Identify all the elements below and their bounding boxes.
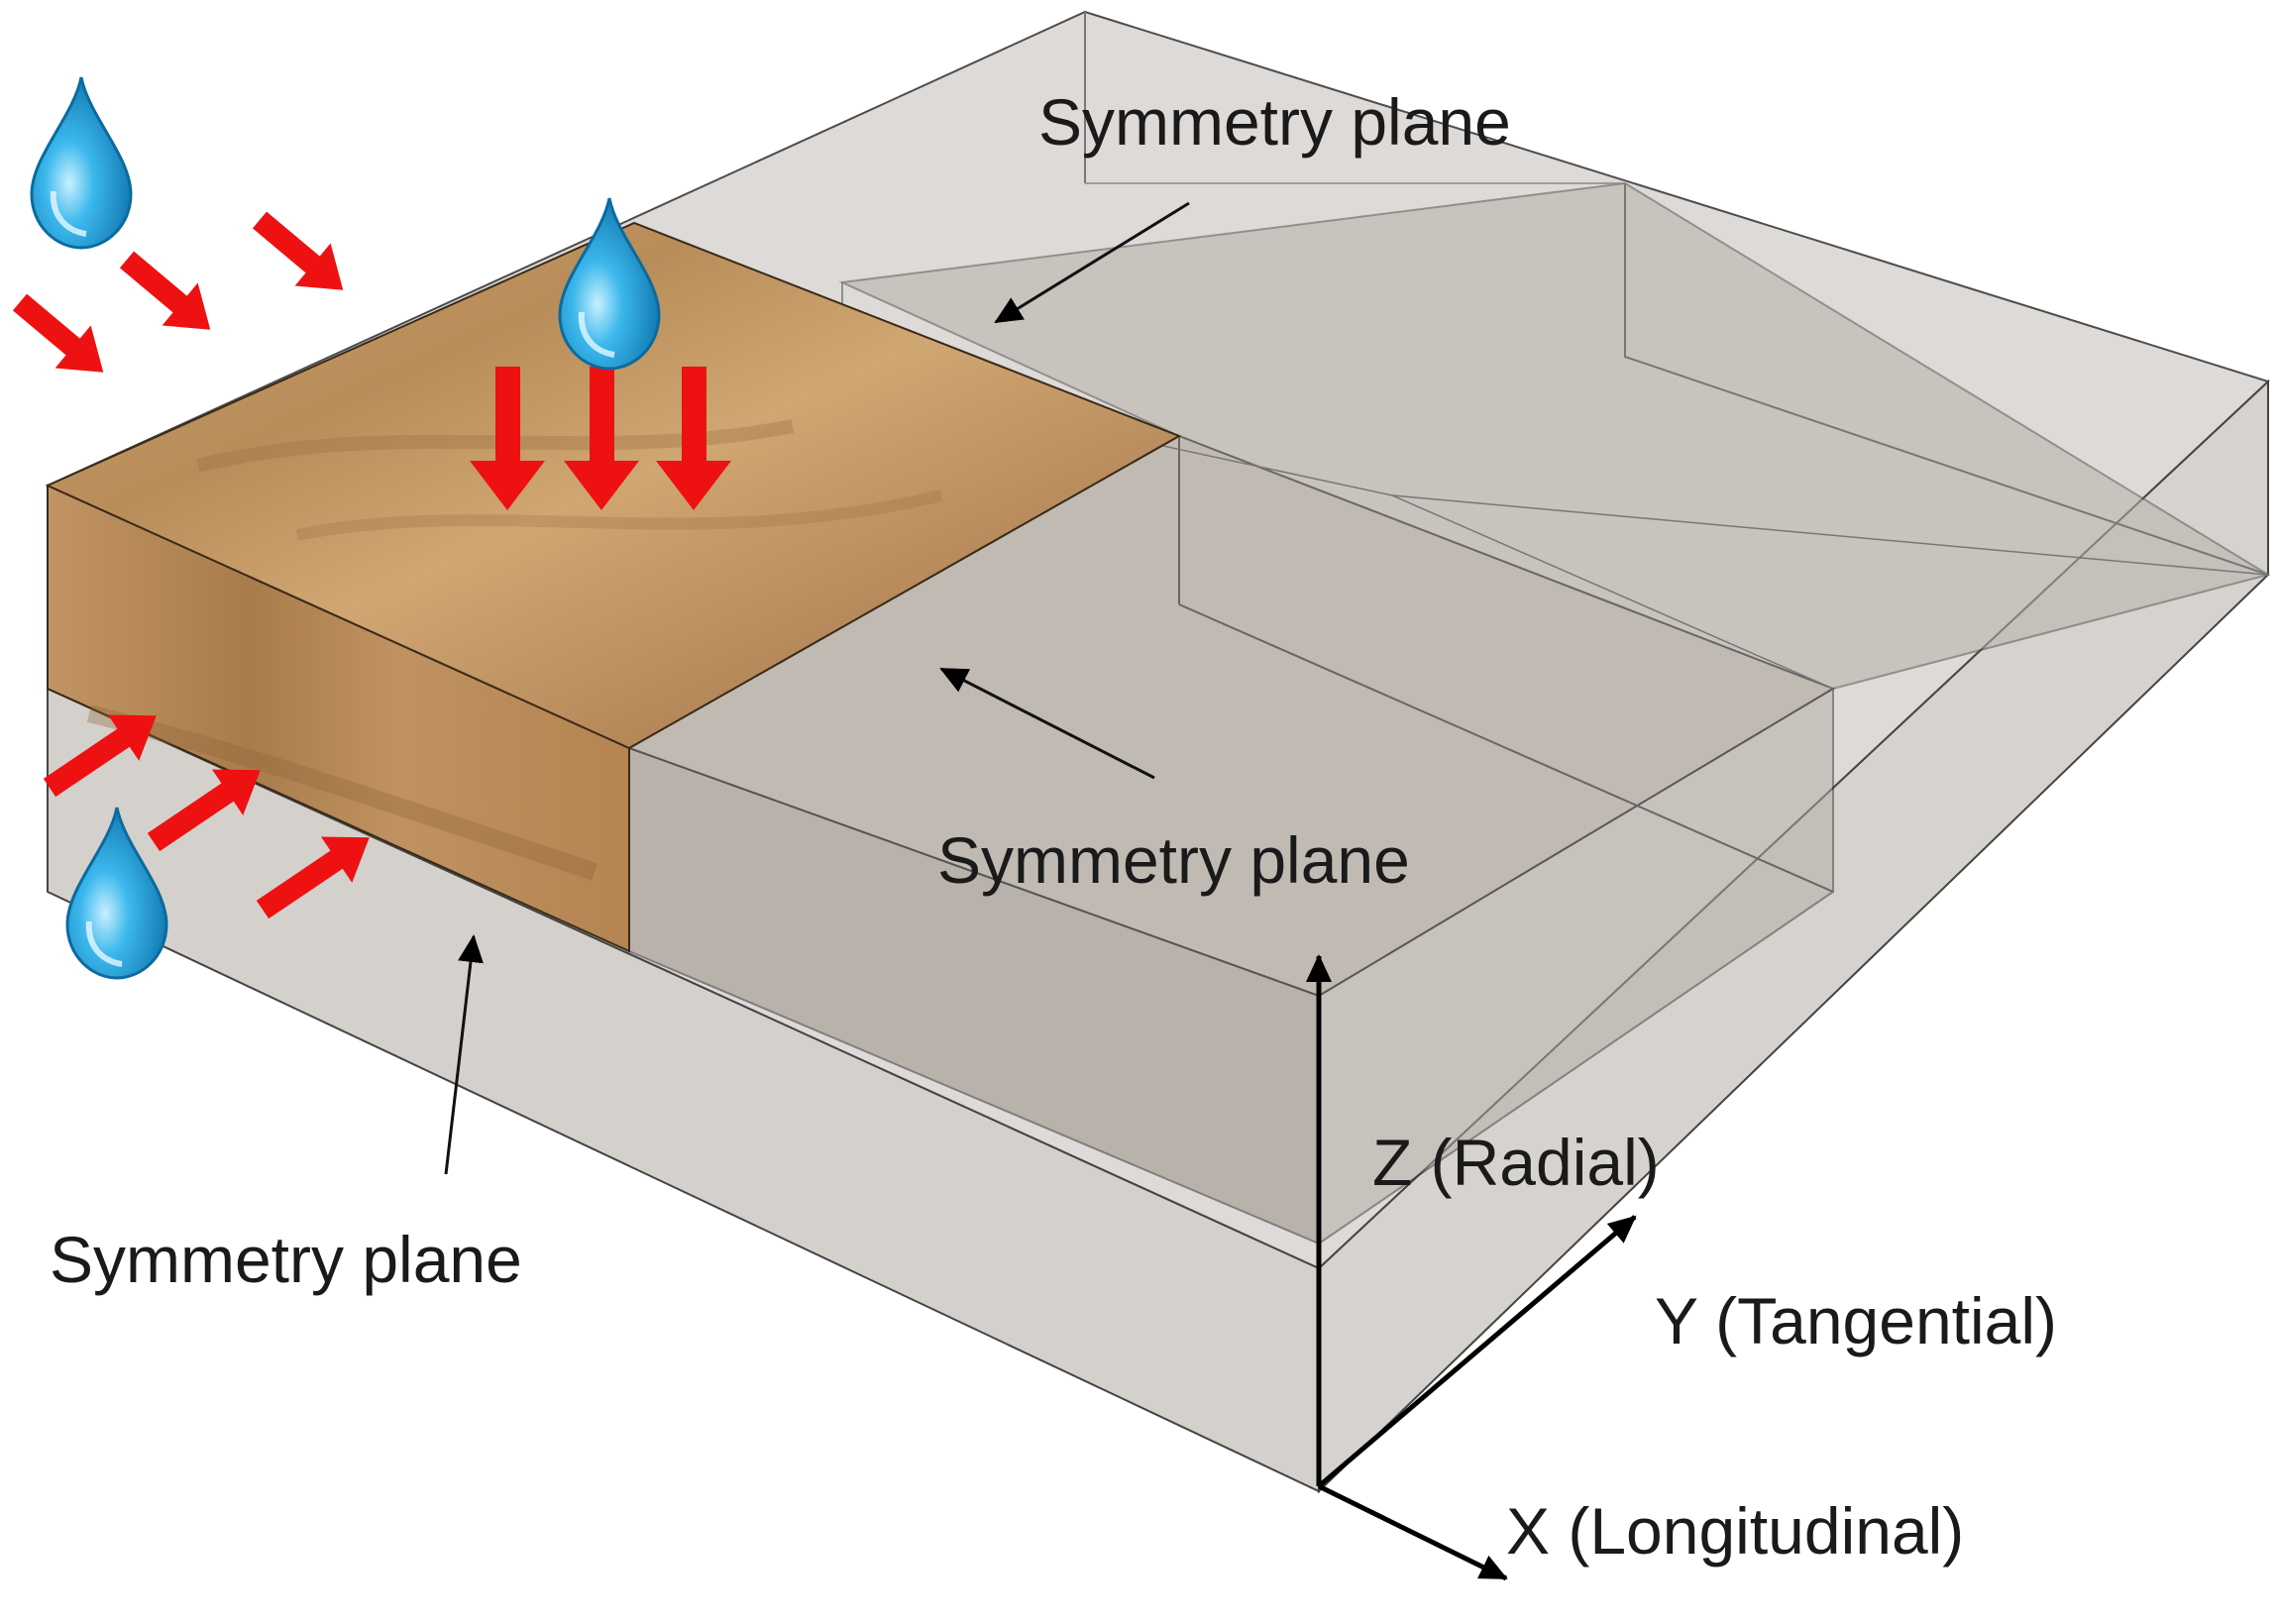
flux-arrow-icon [656, 367, 731, 510]
leader-arrow-middle [939, 667, 1155, 780]
x-axis-arrow [1317, 1483, 1508, 1581]
leader-arrow-left [444, 934, 484, 1175]
symmetry-plane-label-middle: Symmetry plane [937, 823, 1410, 897]
leader-arrow-top [994, 201, 1190, 324]
coordinate-axes [1306, 954, 1637, 1581]
symmetry-plane-label-left: Symmetry plane [50, 1223, 522, 1296]
flux-arrow-icon [43, 714, 157, 798]
water-droplet-icon [65, 807, 168, 980]
flux-arrow-icon [147, 769, 261, 852]
flux-arrow-icon [256, 836, 370, 920]
water-droplets [30, 76, 661, 980]
flux-arrows [12, 211, 731, 920]
y-axis-arrow [1317, 1215, 1637, 1488]
leader-lines [444, 201, 1190, 1175]
water-droplet-icon [558, 197, 661, 371]
inner-symmetry-blocks [626, 181, 2271, 1245]
axis-label-x: X (Longitudinal) [1506, 1494, 1965, 1568]
flux-arrow-icon [119, 251, 211, 330]
axis-label-z: Z (Radial) [1372, 1126, 1660, 1199]
axis-label-y: Y (Tangential) [1655, 1284, 2058, 1357]
flux-arrow-icon [564, 367, 639, 510]
symmetry-plane-label-top: Symmetry plane [1038, 85, 1511, 159]
flux-arrow-icon [470, 367, 545, 510]
water-droplet-icon [30, 76, 133, 250]
flux-arrow-icon [252, 211, 344, 290]
flux-arrow-icon [12, 293, 104, 373]
